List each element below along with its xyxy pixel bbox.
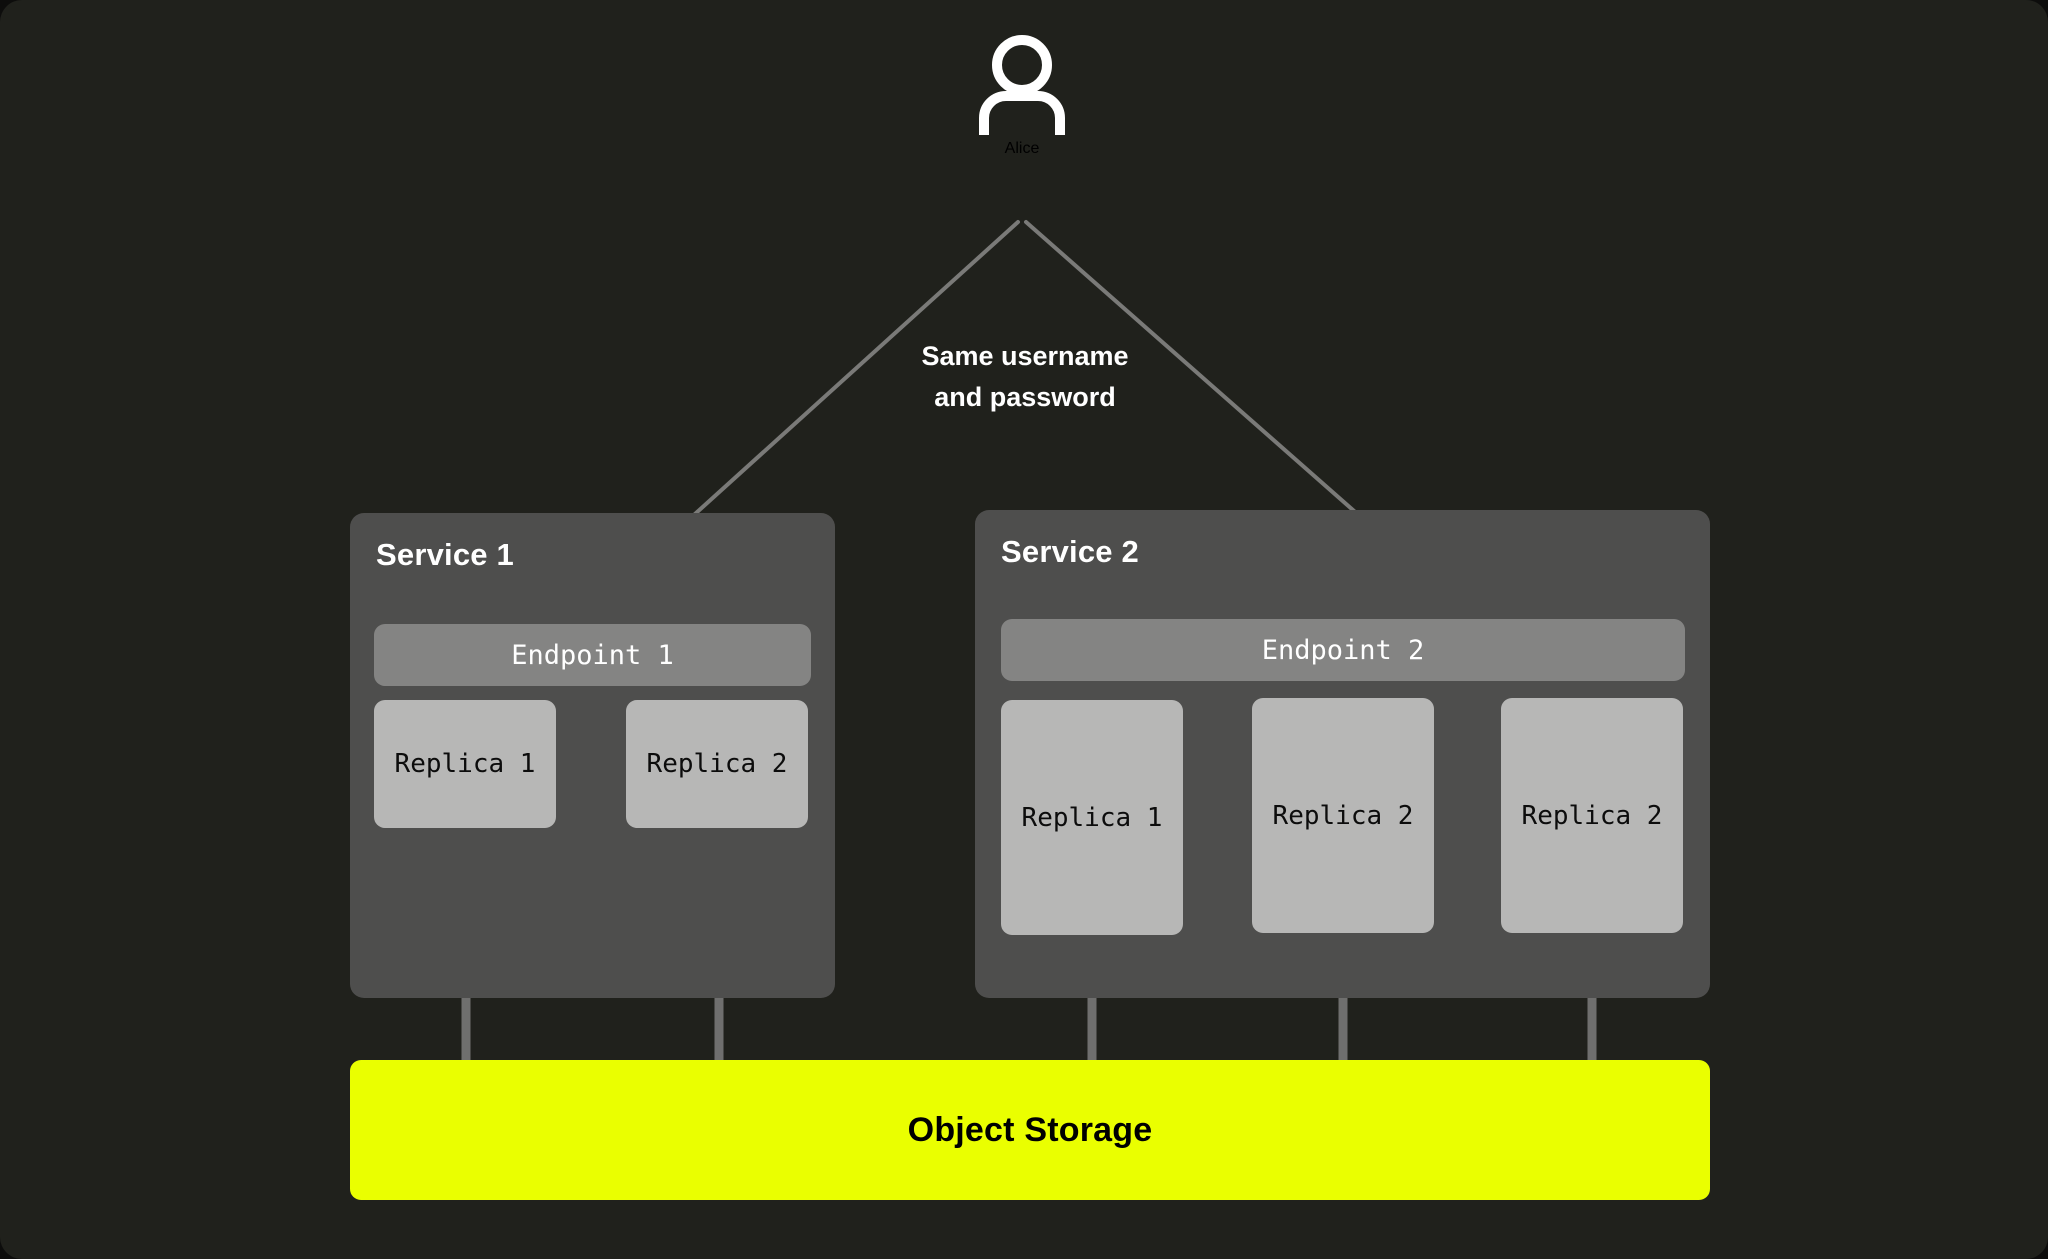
endpoint-1-label: Endpoint 1 (511, 639, 674, 671)
service-1-replica-2-label: Replica 2 (646, 749, 788, 779)
service-1-replica-1[interactable]: Replica 1 (374, 700, 556, 828)
flow-caption-line-1: Same username (921, 341, 1129, 371)
service-1-title: Service 1 (376, 537, 514, 572)
flow-caption-line-2: and password (934, 382, 1116, 412)
service-2-title: Service 2 (1001, 534, 1139, 569)
actor-label: Alice (1004, 140, 1040, 157)
endpoint-2[interactable]: Endpoint 2 (1001, 619, 1685, 681)
flow-caption: Same username and password (830, 336, 1220, 418)
service-2-replica-2[interactable]: Replica 2 (1252, 698, 1434, 933)
service-2-replica-1[interactable]: Replica 1 (1001, 700, 1183, 935)
service-2-replica-3-label: Replica 2 (1521, 800, 1663, 831)
service-1-replica-2[interactable]: Replica 2 (626, 700, 808, 828)
endpoint-1[interactable]: Endpoint 1 (374, 624, 811, 686)
object-storage-bar[interactable]: Object Storage (350, 1060, 1710, 1200)
service-2-replica-3[interactable]: Replica 2 (1501, 698, 1683, 933)
service-1-replica-1-label: Replica 1 (394, 749, 536, 779)
user-icon (979, 35, 1065, 135)
object-storage-label: Object Storage (907, 1110, 1153, 1149)
endpoint-2-label: Endpoint 2 (1261, 634, 1425, 666)
actor-alice: Alice (962, 30, 1082, 190)
service-2-replica-1-label: Replica 1 (1021, 802, 1163, 833)
service-2-replica-2-label: Replica 2 (1272, 800, 1414, 831)
